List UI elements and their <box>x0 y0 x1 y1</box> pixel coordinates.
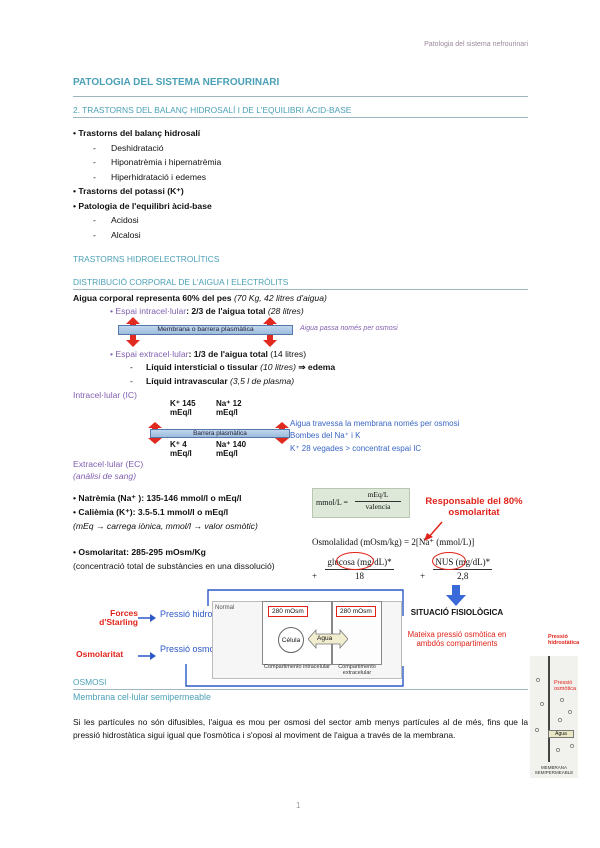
cell-circle: Célula <box>278 627 304 653</box>
side-mid-label: Pressió osmòtica <box>554 680 577 693</box>
osmolalidad-equation: Osmolalidad (mOsm/kg) = 2[Na⁺ (mmol/L)] <box>312 537 475 547</box>
formula-fraction: mEq/L valencia <box>355 490 401 513</box>
comp-extracelular-label: Compartimento extracelular <box>338 664 376 677</box>
situacio-description: Mateixa pressió osmòtica en ambdós compa… <box>407 630 507 648</box>
ec-heading: Extracel·lular (EC) <box>73 459 144 469</box>
outline-item: -Deshidratació <box>93 142 164 153</box>
normal-label: Normal <box>215 605 235 611</box>
water-line: Aigua corporal representa 60% del pes (7… <box>73 293 327 303</box>
natremia-line: • Natrèmia (Na⁺ ): 135-146 mmol/l o mEq/… <box>73 493 242 503</box>
kaliemia-line: • Calièmia (K⁺): 3.5-5.1 mmol/l o mEq/l <box>73 507 229 517</box>
distribution-rule <box>73 289 528 290</box>
units-note: (mEq → carrega iònica, mmol/l → valor os… <box>73 521 258 531</box>
membrane-notes: Aigua travessa la membrana només per osm… <box>290 419 460 453</box>
outline-item: -Alcalosi <box>93 229 141 240</box>
page-number: 1 <box>296 801 301 810</box>
outline-item: -Hiponatrèmia i hipernatrèmia <box>93 157 222 167</box>
pressio-hidrostatica-label: Pressió hidrostàtica <box>160 609 239 619</box>
intracellular-line: • Espai intracel·lular: 2/3 de l'aigua t… <box>110 306 304 316</box>
diagram-arrows <box>138 614 156 660</box>
side-membrane <box>548 656 550 762</box>
side-bottom-label: MEMBRANA SEMIPERMEABLE <box>534 765 574 775</box>
hydro-heading: TRASTORNS HIDROELECTROLÍTICS <box>73 254 220 264</box>
ic-heading: Intracel·lular (IC) <box>73 390 137 400</box>
osmosi-paragraph: Si les partícules no són difusibles, l'a… <box>73 717 528 741</box>
agua-label: Agua <box>317 635 333 642</box>
section-rule <box>73 117 528 118</box>
side-figure <box>530 656 578 778</box>
outline-list: • Trastorns del balanç hidrosalí -Deshid… <box>73 127 221 243</box>
ec-subheading: (anàlisi de sang) <box>73 471 137 481</box>
formula-box <box>312 488 410 518</box>
outline-item: -Hiperhidratació i edemes <box>93 171 207 182</box>
membrane-bar-2: Barrera plasmàtica <box>150 429 290 438</box>
running-header: Patologia del sistema nefrourinari <box>424 41 528 48</box>
left-osm-box: 280 mOsm <box>268 606 308 618</box>
situacio-title: SITUACIÓ FISIOLÒGICA <box>410 608 504 617</box>
outline-item: • Trastorns del potassi (K⁺) <box>73 186 184 196</box>
comp-intracelular-label: Compartimento intracelular <box>263 664 331 670</box>
distribution-heading: DISTRIBUCIÓ CORPORAL DE L'AIGUA I ELECTR… <box>73 277 289 287</box>
formula-lhs: mmol/L = <box>316 498 348 507</box>
side-top-label: Pressió hidrostàtica <box>548 634 580 647</box>
membrane-bar-1: Membrana o barrera plasmàtica <box>118 325 293 335</box>
osmosi-heading: OSMOSI <box>73 677 107 687</box>
extra-sub-2: -Líquid intravascular (3,5 l de plasma) <box>130 376 295 386</box>
osmolaritat-line: • Osmolaritat: 285-295 mOsm/Kg <box>73 547 206 557</box>
osmosi-subheading: Membrana cel·lular semipermeable <box>73 692 211 702</box>
outline-item: • Trastorns del balanç hidrosalí <box>73 128 201 138</box>
blue-down-arrow-icon <box>446 585 466 606</box>
nus-circle <box>432 552 466 570</box>
extracellular-line: • Espai extracel·lular: 1/3 de l'aigua t… <box>110 349 307 359</box>
connector-lines <box>185 589 404 687</box>
extra-sub-1: -Líquid intersticial o tissular (10 litr… <box>130 362 336 372</box>
osmolaritat-label: Osmolaritat <box>76 649 124 659</box>
side-dots <box>535 678 574 752</box>
side-agua-label: Agua <box>548 730 574 738</box>
membrane-note-1: Aigua passa només per osmosi <box>300 325 398 332</box>
forces-starling-label: Forces d'Starling <box>99 608 138 628</box>
document-title: PATOLOGIA DEL SISTEMA NEFROURINARI <box>73 77 280 88</box>
responsable-label: Responsable del 80% osmolaritat <box>425 496 523 518</box>
osmosi-rule <box>73 689 528 690</box>
water-double-arrow-icon <box>308 628 348 650</box>
title-rule <box>73 96 528 97</box>
outline-item: -Acidosi <box>93 215 139 225</box>
pressio-osmotica-label: Pressió osmotica <box>160 644 229 654</box>
osmolaritat-note: (concentració total de substàncies en un… <box>73 561 275 571</box>
right-osm-box: 280 mOsm <box>336 606 376 618</box>
section-2-heading: 2. TRASTORNS DEL BALANÇ HIDROSALÍ I DE L… <box>73 105 352 115</box>
outline-item: • Patologia de l'equilibri àcid-base <box>73 200 212 211</box>
glucosa-circle <box>336 552 374 570</box>
red-pointer-arrow <box>424 521 443 541</box>
